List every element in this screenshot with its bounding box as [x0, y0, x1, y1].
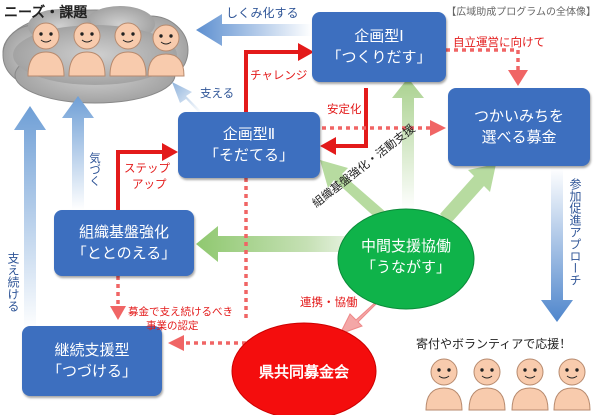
renkei-label: 連携・協働: [300, 295, 358, 309]
sasae-tsuzukeru-arrow: [14, 106, 46, 330]
challenge-label: チャレンジ: [250, 68, 308, 82]
shikumika-label: しくみ化する: [226, 6, 299, 20]
soshiki-box[interactable]: 組織基盤強化 「ととのえる」: [54, 210, 194, 276]
stepup-label-2: アップ: [132, 177, 167, 191]
kizuku-label: 気づく: [88, 152, 102, 187]
fund-ellipse: [231, 322, 377, 415]
tsukaimichi-box[interactable]: つかいみちを 選べる募金: [448, 88, 590, 166]
sasaeru-label: 支える: [200, 86, 235, 100]
red-dotted-arrowheads: [110, 70, 528, 351]
kikaku1-title: 企画型Ⅰ: [354, 27, 404, 45]
jiritsu-arrow: [446, 48, 520, 70]
green-arrows: [196, 78, 496, 262]
keizoku-box[interactable]: 継続支援型 「つづける」: [22, 326, 162, 396]
stepup-label-1: ステップ: [124, 161, 170, 175]
challenge-arrow: [244, 50, 300, 112]
blue-arrows: [14, 14, 573, 330]
hub-ellipse: [337, 208, 475, 310]
hub-title: 中間支援協働: [360, 237, 451, 255]
person-icon: [68, 22, 106, 77]
keizoku-subtitle: 「つづける」: [46, 362, 137, 380]
kikaku2-box[interactable]: 企画型Ⅱ 「そだてる」: [178, 112, 320, 178]
kizuku-arrow: [62, 96, 94, 210]
soshiki-title: 組織基盤強化: [78, 223, 169, 241]
person-icon: [511, 358, 549, 411]
person-icon: [553, 358, 591, 411]
stepup-arrow: [116, 150, 164, 210]
hub-to-tsukaimichi-arrow: [440, 164, 496, 224]
anteika-label: 安定化: [327, 102, 362, 116]
tsukaimichi-title: つかいみちを: [473, 107, 564, 125]
bokin-label-2: 事業の認定: [146, 320, 199, 332]
shikumika-arrow: [196, 14, 312, 46]
keizoku-title: 継続支援型: [54, 341, 130, 359]
kikaku2-subtitle: 「そだてる」: [203, 146, 294, 164]
overview-caption: 【広域助成プログラムの全体像】: [446, 7, 596, 18]
kifu-label: 寄付やボランティアで応援！: [416, 337, 572, 351]
sasaeru-arrow: [172, 82, 200, 114]
kikaku2-title: 企画型Ⅱ: [222, 125, 276, 143]
hub-to-kikaku1-arrow: [392, 78, 424, 210]
tsukaimichi-subtitle: 選べる募金: [481, 128, 557, 146]
person-icon: [468, 358, 506, 411]
person-icon: [109, 22, 147, 77]
people-faces: [39, 32, 173, 45]
soshiki-subtitle: 「ととのえる」: [71, 244, 177, 262]
red-solid-arrows: [116, 43, 368, 210]
red-dotted-arrows: [116, 48, 520, 345]
supporters-group: [425, 358, 591, 411]
hub-to-soshiki-arrow: [196, 226, 380, 262]
sanka-arrow: [541, 168, 573, 322]
kikaku1-box[interactable]: 企画型Ⅰ 「つくりだす」: [312, 12, 446, 82]
kikaku1-subtitle: 「つくりだす」: [326, 48, 432, 66]
hub-subtitle: 「うながす」: [360, 258, 451, 276]
fund-label[interactable]: 県共同募金会: [258, 363, 349, 381]
hub-to-kikaku2-arrow: [320, 160, 388, 222]
needs-label: ニーズ・課題: [4, 5, 88, 21]
hub-label[interactable]: 中間支援協働 「うながす」: [338, 236, 474, 278]
person-icon: [425, 358, 463, 411]
anteika-arrow: [334, 88, 368, 148]
jiritsu-label: 自立運営に向けて: [453, 35, 545, 49]
people-in-cloud: [27, 22, 185, 77]
bokin-label-1: 募金で支え続けるべき: [128, 306, 233, 318]
sanka-label: 参加促進アプローチ: [568, 178, 582, 286]
supporter-faces: [437, 368, 579, 379]
person-icon: [27, 22, 65, 77]
person-icon: [147, 24, 185, 77]
sasae-tsuzukeru-label: 支え続ける: [6, 252, 20, 312]
